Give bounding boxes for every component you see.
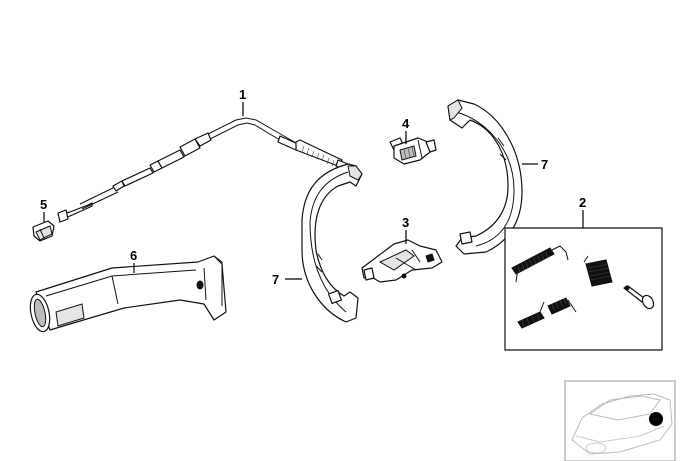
callout-5: 5 xyxy=(40,197,47,212)
expander-lever[interactable] xyxy=(361,239,443,283)
vehicle-locator-thumbnail xyxy=(564,380,676,461)
callout-6: 6 xyxy=(130,248,137,263)
callout-1: 1 xyxy=(239,87,246,102)
callout-4: 4 xyxy=(402,116,410,131)
callout-7-right: 7 xyxy=(541,157,548,172)
cable-cap-nut[interactable] xyxy=(32,220,55,242)
return-spring-long xyxy=(511,245,569,283)
return-spring-short-1 xyxy=(517,301,545,329)
callout-3: 3 xyxy=(402,215,409,230)
retaining-pin xyxy=(623,285,655,310)
brake-shoe-left[interactable] xyxy=(301,163,363,323)
handbrake-lever-sleeve[interactable] xyxy=(27,255,227,333)
leader-lines xyxy=(43,102,584,280)
callout-2: 2 xyxy=(579,195,586,210)
spring-kit-box[interactable] xyxy=(504,227,663,351)
coil-spring xyxy=(583,255,613,287)
parking-brake-cable[interactable] xyxy=(57,117,349,223)
cable-threaded-end xyxy=(295,139,349,171)
adjuster-screw[interactable] xyxy=(389,137,437,165)
callout-7-left: 7 xyxy=(272,272,279,287)
location-marker-dot xyxy=(649,412,663,426)
return-spring-short-2 xyxy=(547,297,577,315)
brake-shoe-right[interactable] xyxy=(447,99,523,255)
